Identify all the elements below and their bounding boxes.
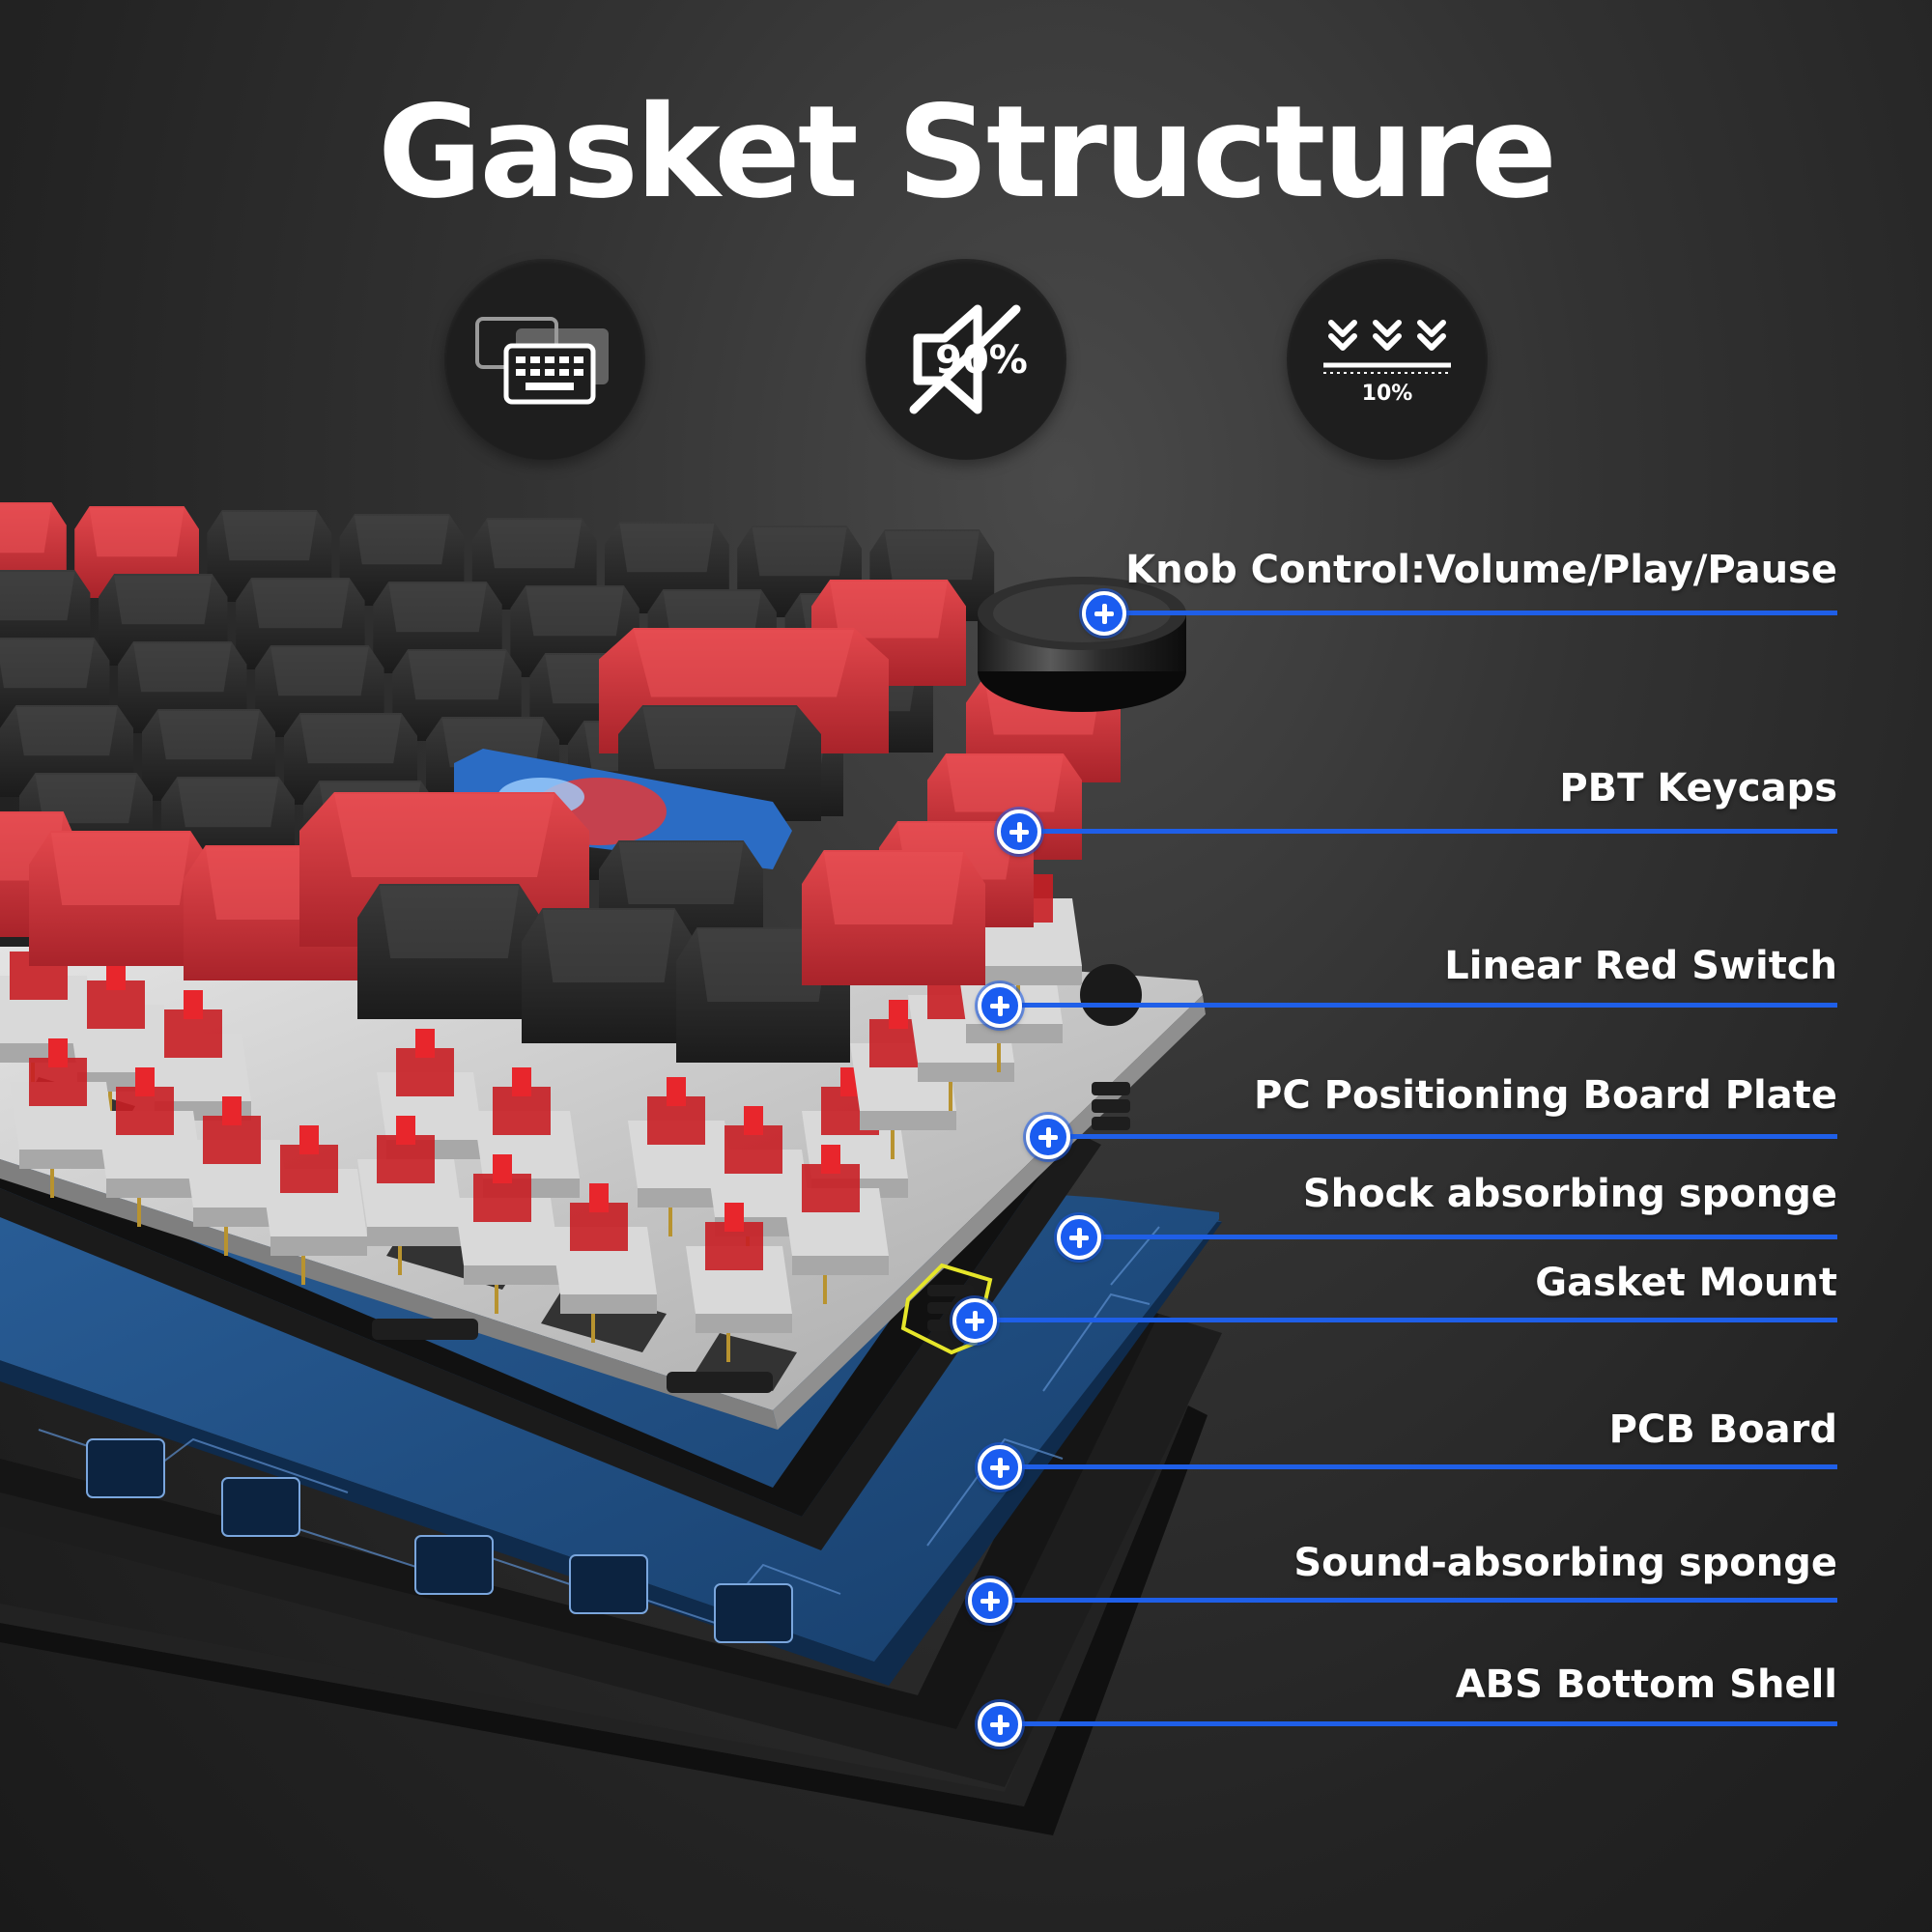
callout-label-pc-positioning-plate: PC Positioning Board Plate bbox=[1254, 1073, 1837, 1118]
red-switch bbox=[97, 1067, 203, 1227]
plus-marker-knob-control[interactable] bbox=[1082, 591, 1126, 636]
plus-marker-gasket-mount[interactable] bbox=[952, 1298, 997, 1343]
callout-line-abs-bottom-shell bbox=[997, 1721, 1837, 1726]
plus-marker-linear-red-switch[interactable] bbox=[978, 983, 1022, 1028]
pbt-keycaps bbox=[0, 502, 1121, 1063]
red-switch bbox=[686, 1203, 792, 1362]
callout-line-gasket-mount bbox=[978, 1318, 1837, 1322]
noise-reduction-value: 90% bbox=[935, 338, 1028, 383]
red-switch bbox=[782, 1145, 889, 1304]
callout-line-pcb-board bbox=[997, 1464, 1837, 1469]
linear-red-switches bbox=[0, 855, 1082, 1362]
callout-label-shock-absorbing-sponge: Shock absorbing sponge bbox=[1302, 1172, 1837, 1216]
shock-reduction-icon: 10% bbox=[1287, 259, 1488, 460]
callout-line-pc-positioning-plate bbox=[1045, 1134, 1837, 1139]
callout-label-linear-red-switch: Linear Red Switch bbox=[1444, 944, 1837, 988]
black-keycap bbox=[284, 713, 417, 805]
callout-label-gasket-mount: Gasket Mount bbox=[1535, 1261, 1837, 1305]
red-switch bbox=[10, 1038, 116, 1198]
callout-label-abs-bottom-shell: ABS Bottom Shell bbox=[1455, 1662, 1837, 1707]
red-switch bbox=[357, 1116, 464, 1275]
abs-bottom-shell bbox=[0, 1396, 1208, 1835]
plus-marker-abs-bottom-shell[interactable] bbox=[978, 1702, 1022, 1747]
page-title: Gasket Structure bbox=[378, 78, 1557, 227]
plus-marker-pcb-board[interactable] bbox=[978, 1445, 1022, 1490]
red-switch bbox=[628, 1077, 734, 1236]
black-keycap bbox=[522, 908, 696, 1043]
callout-label-pcb-board: PCB Board bbox=[1608, 1407, 1837, 1452]
red-keycap bbox=[29, 831, 213, 966]
callout-line-linear-red-switch bbox=[997, 1003, 1837, 1008]
callout-label-pbt-keycaps: PBT Keycaps bbox=[1559, 766, 1837, 810]
shock-reduction-value: 10% bbox=[1362, 382, 1413, 406]
callout-line-pbt-keycaps bbox=[1016, 829, 1837, 834]
red-switch bbox=[454, 1154, 560, 1314]
callout-line-shock-absorbing-sponge bbox=[1074, 1235, 1837, 1239]
plus-marker-pc-positioning-plate[interactable] bbox=[1026, 1115, 1070, 1159]
red-switch bbox=[184, 1096, 290, 1256]
red-switch bbox=[551, 1183, 657, 1343]
plus-marker-shock-absorbing-sponge[interactable] bbox=[1057, 1215, 1101, 1260]
callout-label-sound-absorbing-sponge: Sound-absorbing sponge bbox=[1293, 1541, 1837, 1585]
callout-line-knob-control bbox=[1103, 611, 1837, 615]
keyboard-layers-icon bbox=[444, 259, 645, 460]
callout-label-knob-control: Knob Control:Volume/Play/Pause bbox=[1125, 548, 1837, 592]
red-keycap bbox=[802, 850, 985, 985]
red-switch bbox=[261, 1125, 367, 1285]
plus-marker-pbt-keycaps[interactable] bbox=[997, 810, 1041, 854]
plus-marker-sound-absorbing-sponge[interactable] bbox=[968, 1578, 1012, 1623]
volume-knob bbox=[978, 577, 1186, 712]
black-keycap bbox=[357, 884, 541, 1019]
callout-line-sound-absorbing-sponge bbox=[987, 1598, 1837, 1603]
muted-speaker-icon: 90% bbox=[866, 259, 1066, 460]
